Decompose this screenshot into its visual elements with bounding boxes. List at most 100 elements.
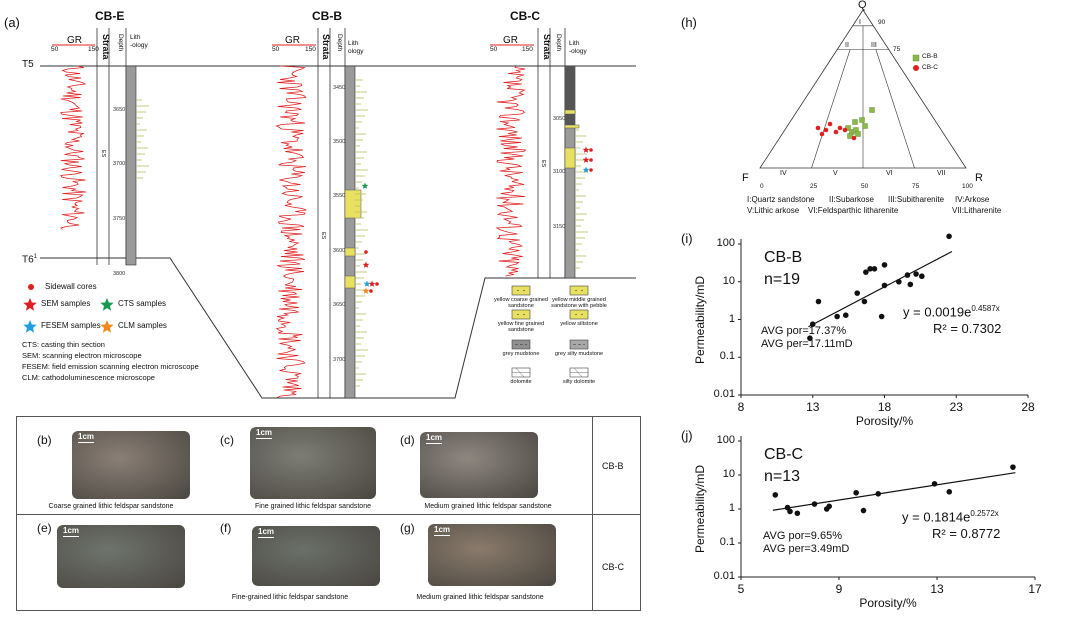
data-point <box>896 278 902 285</box>
scale-bar: 1cm <box>426 433 443 444</box>
y-tick-label: 1 <box>728 312 735 325</box>
field-label: VII <box>937 170 946 177</box>
sample-dot <box>369 289 373 293</box>
data-point <box>809 321 816 328</box>
panel-label: (i) <box>681 231 693 246</box>
lith-legend-label: yellow coarse grained sandstone <box>493 297 549 310</box>
sample-dot <box>589 148 593 152</box>
lith-legend-swatches <box>511 285 589 378</box>
swatch-dot <box>575 289 577 292</box>
scale-bar: 1cm <box>63 526 80 537</box>
gr-label-cb-e: GR <box>67 35 82 46</box>
y-axis-label: Permeability/mD <box>693 275 707 364</box>
photo-grid-row-divider <box>16 514 640 515</box>
depth-tick-label: 3050 <box>553 116 566 122</box>
y-tick-label: 100 <box>716 434 735 446</box>
scale-bar: 1cm <box>256 428 273 439</box>
data-point <box>919 273 925 280</box>
gr-curve <box>60 65 87 230</box>
data-point <box>946 233 952 240</box>
photo-panel-label: (b) <box>37 433 52 447</box>
field-label: VI <box>886 170 893 177</box>
vertex-f: F <box>742 172 749 184</box>
field-label: II <box>845 42 849 49</box>
gr-min-cb-b: 50 <box>272 46 280 53</box>
avg-permeability: AVG per=17.11mD <box>761 338 853 350</box>
caption-c: Fine grained lithic feldspar sandstone <box>255 503 371 510</box>
legend-star <box>100 320 114 333</box>
ternary-legend-cb-c: CB-C <box>922 64 938 71</box>
fit-equation: y = 0.0019e0.4587x <box>903 304 1000 320</box>
ternary-point-cb-b <box>852 119 858 125</box>
photo-panel-label: (c) <box>220 433 234 447</box>
ternary-point-cb-b <box>859 117 865 123</box>
lith-label-cb-b: Lith ology <box>348 40 364 55</box>
lith-legend-label: yellow fine grained sandstone <box>497 321 545 334</box>
field-label: IV <box>780 170 787 177</box>
swatch-line <box>515 367 525 378</box>
legend-dot <box>28 284 34 290</box>
lith-legend-label: yellow middle grained sandstone with peb… <box>551 297 607 310</box>
fit-equation-exponent: 0.2572x <box>970 509 999 518</box>
lith-legend-label: silty dolomite <box>562 379 596 385</box>
sample-dot <box>589 168 593 172</box>
data-point <box>863 269 869 275</box>
chart-well-name: CB-B <box>764 249 803 266</box>
sand-body <box>564 109 576 115</box>
fit-equation-exponent: 0.4587x <box>971 304 1000 313</box>
ternary-point-cb-c <box>819 131 825 137</box>
chart-n: n=13 <box>764 468 801 485</box>
lith-label-cb-e: Lith -ology <box>130 34 148 49</box>
y-tick-label: 10 <box>722 274 735 287</box>
legend-label: SEM samples <box>41 299 91 308</box>
data-point <box>1010 464 1016 470</box>
gr-max-cb-e: 150 <box>88 46 99 53</box>
scale-bar: 1cm <box>78 432 95 443</box>
photo-panel-label: (e) <box>37 521 52 535</box>
ternary-point-cb-c <box>837 125 843 131</box>
ternary-point-cb-c <box>827 121 833 127</box>
data-point <box>811 501 818 507</box>
panel-a-label: (a) <box>4 15 20 30</box>
depth-tick-label: 3100 <box>553 169 566 175</box>
x-tick-label: 9 <box>835 582 843 596</box>
swatch-dot <box>517 313 519 316</box>
x-axis-label: Porosity/% <box>855 414 914 428</box>
core-photo <box>57 525 185 588</box>
abbrev-line: CLM: cathodoluminescence microscope <box>22 373 155 382</box>
sample-star <box>368 280 376 287</box>
data-point <box>881 282 888 289</box>
sample-star <box>582 166 590 173</box>
data-point <box>794 510 801 517</box>
sample-star <box>361 182 369 189</box>
data-point <box>854 290 861 296</box>
sample-star <box>363 280 371 287</box>
x-tick-label: 13 <box>806 400 820 414</box>
x-tick-label: 23 <box>949 400 963 414</box>
tick-75: 75 <box>893 46 901 53</box>
fit-equation-base: y = 0.0019e <box>903 304 972 320</box>
y-tick-label: 0.1 <box>719 350 735 363</box>
swatch-dot <box>517 289 519 292</box>
core-photo <box>252 526 380 586</box>
lith-swatch <box>569 309 589 320</box>
sample-star <box>362 287 370 294</box>
ternary-point-cb-c <box>842 127 848 133</box>
bottom-tick: 75 <box>912 183 920 190</box>
lith-swatch <box>511 309 531 320</box>
y-tick-label: 0.1 <box>719 536 735 548</box>
depth-tick-label: 3650 <box>333 302 346 308</box>
sample-star <box>362 261 370 268</box>
lith-swatch <box>569 285 589 296</box>
x-tick-label: 5 <box>737 582 745 596</box>
data-point <box>913 271 919 277</box>
lith-label-cb-c: Lith -ology <box>569 40 587 55</box>
sample-dot <box>589 158 593 162</box>
y-tick-label: 100 <box>716 237 735 249</box>
data-point <box>907 281 914 288</box>
chart-n: n=19 <box>764 271 801 288</box>
fit-line <box>808 250 953 328</box>
scale-bar: 1cm <box>258 527 275 538</box>
